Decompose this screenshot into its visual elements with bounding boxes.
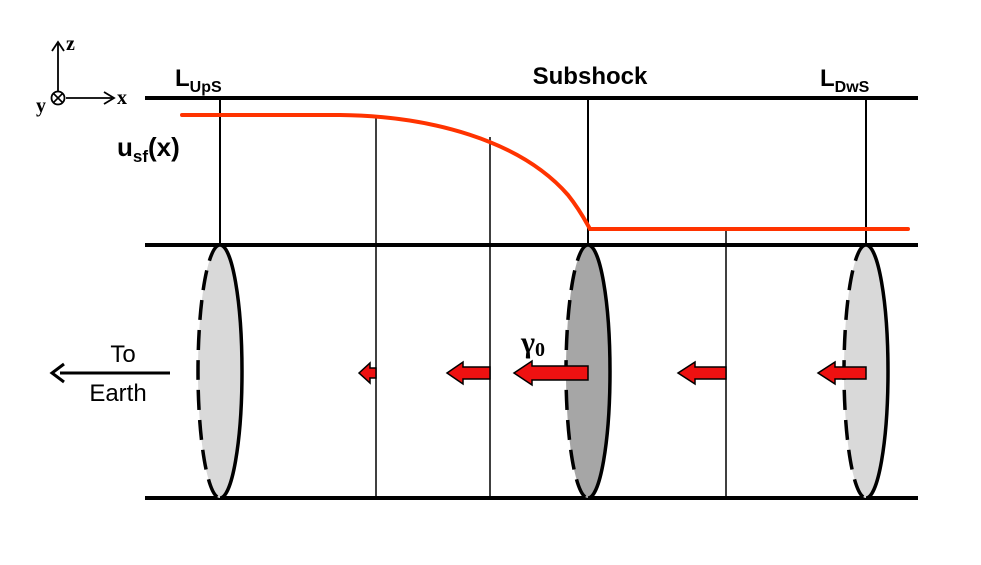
to-earth-arrowhead — [49, 362, 65, 384]
z-axis-label: z — [66, 33, 75, 55]
flow-arrow-3 — [512, 359, 589, 387]
downstream-disk-front-edge — [865, 243, 890, 500]
velocity-profile-curve — [180, 113, 910, 231]
subshock-label: Subshock — [533, 63, 648, 90]
flow-arrow-5 — [816, 360, 867, 386]
upstream-boundary-label: LUpS — [175, 65, 222, 96]
y-axis-label: y — [36, 95, 46, 117]
subshock-disk-front-edge — [587, 243, 612, 500]
gamma-label: γ0 — [520, 326, 545, 361]
coordinate-axes: z x y — [36, 33, 127, 117]
flow-arrow-4 — [676, 360, 727, 386]
upstream-disk — [196, 243, 244, 500]
to-earth-label-line2: Earth — [89, 380, 146, 407]
upstream-disk-front-edge — [219, 243, 244, 500]
velocity-profile-label: usf(x) — [117, 132, 180, 166]
flow-arrows — [357, 359, 867, 387]
x-axis-label: x — [117, 87, 127, 109]
z-axis-arrowhead — [51, 40, 65, 52]
downstream-boundary-label: LDwS — [820, 65, 870, 96]
flow-arrow-1 — [357, 361, 377, 385]
flow-arrow-2 — [445, 360, 491, 386]
y-axis-cross-b — [52, 92, 64, 104]
to-earth-label-line1: To — [110, 341, 135, 368]
x-axis-arrowhead — [103, 91, 116, 105]
upstream-disk-back-edge — [196, 243, 221, 500]
